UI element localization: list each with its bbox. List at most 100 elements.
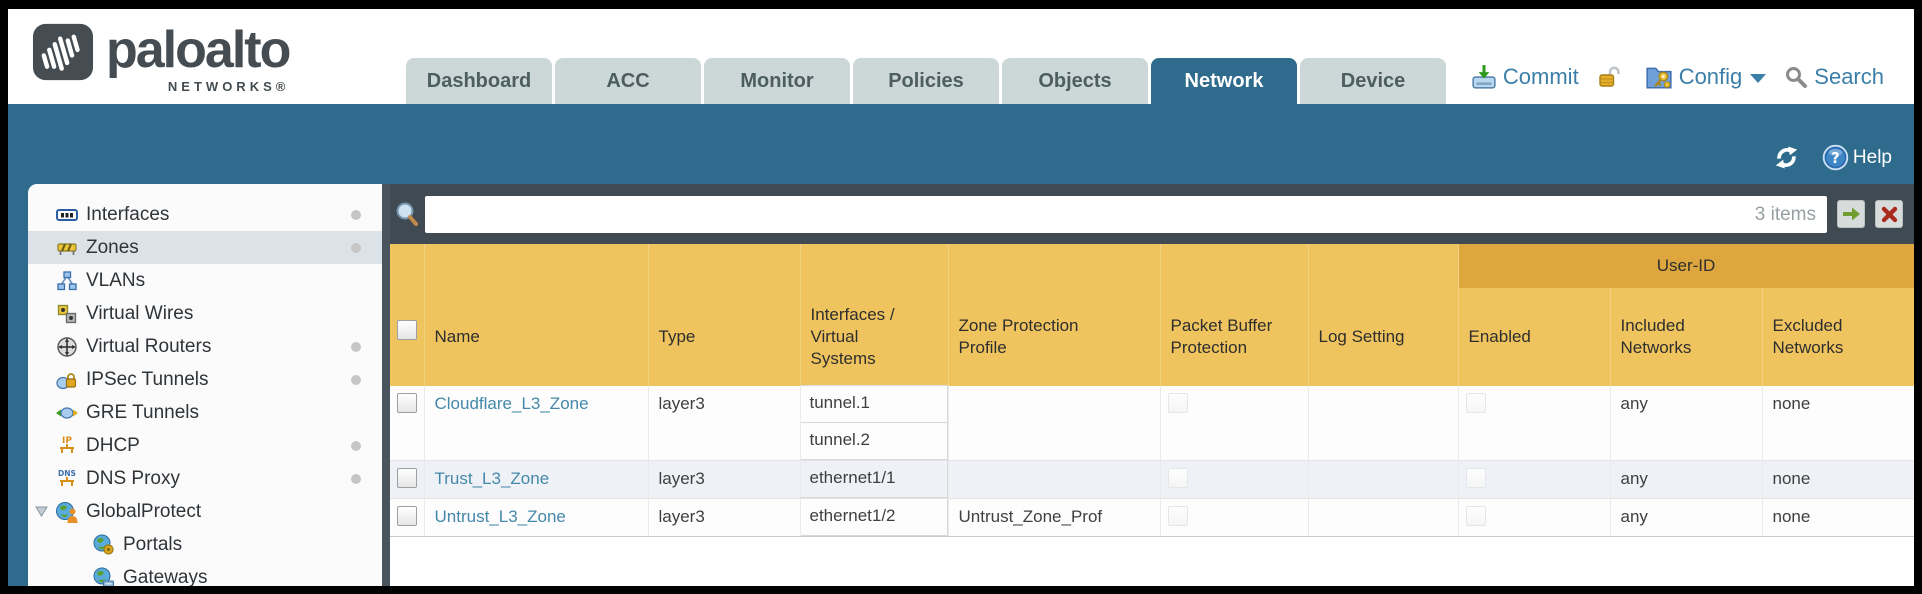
sidebar-item-portals[interactable]: Portals xyxy=(28,528,382,561)
search-icon xyxy=(1786,67,1808,88)
sidebar-item-vlans[interactable]: VLANs xyxy=(28,264,382,297)
virtual-wires-icon xyxy=(57,304,77,323)
status-dot xyxy=(351,243,361,253)
table-row: Trust_L3_Zone layer3 ethernet1/1 any non… xyxy=(390,460,1914,499)
app-window: paloalto NETWORKS® Dashboard ACC Monitor… xyxy=(8,9,1914,586)
col-header-excluded-networks[interactable]: Excluded Networks xyxy=(1762,288,1914,386)
excluded-networks-cell: none xyxy=(1762,386,1914,461)
config-menu-button[interactable]: Config xyxy=(1645,64,1767,90)
included-networks-cell: any xyxy=(1610,498,1763,537)
filter-input[interactable] xyxy=(425,195,1827,233)
excluded-networks-cell: none xyxy=(1762,498,1914,537)
row-select-checkbox[interactable] xyxy=(397,393,417,413)
zone-name-link[interactable]: Cloudflare_L3_Zone xyxy=(424,386,649,461)
log-setting-cell xyxy=(1308,498,1459,537)
table-row: Cloudflare_L3_Zone layer3 tunnel.1 tunne… xyxy=(390,385,1914,461)
packet-buffer-checkbox[interactable] xyxy=(1167,393,1188,413)
help-label: Help xyxy=(1852,146,1892,168)
network-sidebar: Interfaces Zones xyxy=(28,184,382,586)
select-all-header xyxy=(390,244,425,386)
main-nav-tabs: Dashboard ACC Monitor Policies Objects N… xyxy=(406,58,1449,104)
col-header-interfaces[interactable]: Interfaces / Virtual Systems xyxy=(800,244,949,386)
tab-network[interactable]: Network xyxy=(1151,58,1297,104)
tab-objects[interactable]: Objects xyxy=(1002,58,1148,104)
dns-proxy-icon: DNS xyxy=(58,469,76,486)
zone-name-link[interactable]: Untrust_L3_Zone xyxy=(424,498,649,537)
brand-sub: NETWORKS® xyxy=(167,79,290,94)
col-header-name[interactable]: Name xyxy=(424,244,649,386)
row-select-checkbox[interactable] xyxy=(397,468,417,488)
gre-tunnels-icon xyxy=(56,406,78,419)
top-actions: Commit Config xyxy=(1453,64,1884,90)
col-header-type[interactable]: Type xyxy=(648,244,801,386)
svg-text:?: ? xyxy=(1831,150,1839,167)
status-dot xyxy=(351,474,361,484)
chevron-down-icon xyxy=(1750,74,1767,83)
paloalto-logo-icon xyxy=(32,23,94,81)
clear-filter-button[interactable] xyxy=(1875,200,1903,228)
ipsec-tunnels-icon xyxy=(56,372,77,389)
main-panel: 3 items xyxy=(382,184,1914,586)
paloalto-logo: paloalto NETWORKS® xyxy=(30,21,291,94)
user-id-enabled-checkbox[interactable] xyxy=(1465,506,1486,526)
sidebar-item-globalprotect[interactable]: GlobalProtect xyxy=(28,495,382,528)
expander-down-icon[interactable] xyxy=(35,506,48,517)
tab-acc[interactable]: ACC xyxy=(555,58,701,104)
interfaces-cell: ethernet1/2 xyxy=(799,498,949,537)
virtual-routers-icon xyxy=(57,336,77,357)
zones-table: Name Type Interfaces / Virtual Systems Z… xyxy=(390,244,1914,537)
sidebar-item-interfaces[interactable]: Interfaces xyxy=(28,198,382,231)
packet-buffer-checkbox[interactable] xyxy=(1167,468,1188,488)
user-id-enabled-checkbox[interactable] xyxy=(1465,468,1486,488)
filter-bar: 3 items xyxy=(390,184,1914,244)
sidebar-item-ipsec-tunnels[interactable]: IPSec Tunnels xyxy=(28,363,382,396)
svg-text:IP: IP xyxy=(62,436,72,446)
status-dot xyxy=(351,210,361,220)
lock-button[interactable] xyxy=(1597,65,1627,89)
sidebar-item-dhcp[interactable]: IP DHCP xyxy=(28,429,382,462)
brand-name: paloalto xyxy=(106,21,291,79)
red-x-icon xyxy=(1881,206,1897,222)
user-id-enabled-checkbox[interactable] xyxy=(1465,393,1486,413)
sidebar-item-dns-proxy[interactable]: DNS DNS Proxy xyxy=(28,462,382,495)
row-select-checkbox[interactable] xyxy=(397,506,417,526)
zone-protection-cell xyxy=(948,386,1161,461)
excluded-networks-cell: none xyxy=(1762,460,1914,499)
vlans-icon xyxy=(57,270,77,290)
col-header-packet-buffer[interactable]: Packet Buffer Protection xyxy=(1160,244,1309,386)
lock-icon xyxy=(1598,66,1620,87)
svg-text:DNS: DNS xyxy=(58,469,76,478)
col-header-enabled[interactable]: Enabled xyxy=(1458,288,1611,386)
col-group-user-id: User-ID xyxy=(1458,244,1914,288)
tab-dashboard[interactable]: Dashboard xyxy=(406,58,552,104)
sidebar-item-gateways[interactable]: Gateways xyxy=(28,561,382,586)
table-row: Untrust_L3_Zone layer3 ethernet1/2 Untru… xyxy=(390,498,1914,537)
tab-policies[interactable]: Policies xyxy=(853,58,999,104)
sub-header-band: ? Help xyxy=(8,104,1914,184)
apply-filter-button[interactable] xyxy=(1837,200,1865,228)
col-header-included-networks[interactable]: Included Networks xyxy=(1610,288,1763,386)
packet-buffer-checkbox[interactable] xyxy=(1167,506,1188,526)
included-networks-cell: any xyxy=(1610,460,1763,499)
tab-device[interactable]: Device xyxy=(1300,58,1446,104)
zone-name-link[interactable]: Trust_L3_Zone xyxy=(424,460,649,499)
sidebar-item-virtual-routers[interactable]: Virtual Routers xyxy=(28,330,382,363)
status-dot xyxy=(351,375,361,385)
zones-icon xyxy=(57,242,77,255)
help-icon: ? xyxy=(1822,144,1849,171)
log-setting-cell xyxy=(1308,460,1459,499)
commit-button[interactable]: Commit xyxy=(1471,64,1579,90)
select-all-checkbox[interactable] xyxy=(397,320,417,340)
help-button[interactable]: ? Help xyxy=(1822,144,1892,171)
col-header-log-setting[interactable]: Log Setting xyxy=(1308,244,1459,386)
tab-monitor[interactable]: Monitor xyxy=(704,58,850,104)
sidebar-item-zones[interactable]: Zones xyxy=(28,231,382,264)
status-dot xyxy=(351,342,361,352)
global-search-button[interactable]: Search xyxy=(1784,64,1884,90)
sidebar-item-gre-tunnels[interactable]: GRE Tunnels xyxy=(28,396,382,429)
sidebar-item-virtual-wires[interactable]: Virtual Wires xyxy=(28,297,382,330)
refresh-icon[interactable] xyxy=(1773,144,1800,171)
included-networks-cell: any xyxy=(1610,386,1763,461)
dhcp-icon: IP xyxy=(60,436,74,453)
col-header-zone-protection[interactable]: Zone Protection Profile xyxy=(948,244,1161,386)
